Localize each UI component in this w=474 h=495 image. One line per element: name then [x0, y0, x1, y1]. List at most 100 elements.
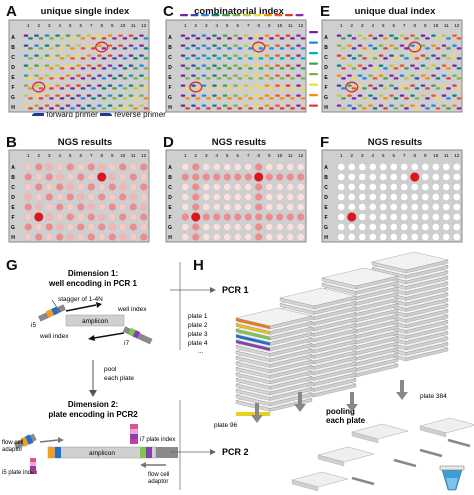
plate-d-well: [244, 203, 252, 211]
plate-f-well: [337, 173, 345, 181]
plate-c-col-primer: [243, 14, 251, 17]
stack-5-plate-side2: [405, 270, 449, 285]
stack-5-plate-side2: [405, 347, 449, 362]
plate-a-primer-rev: [28, 47, 33, 50]
plate-d-well: [191, 203, 200, 211]
stagger-pointer: [51, 299, 61, 313]
plate-f-well: [410, 203, 419, 211]
plate-a-col-label: 8: [100, 23, 103, 28]
plate-e-primer-fwd: [431, 44, 436, 47]
plate-f-well: [368, 203, 377, 211]
plate-c-primer-rev: [195, 47, 201, 50]
plate-a-primer-fwd: [139, 74, 144, 77]
plate-a-primer-fwd: [118, 104, 123, 107]
plate-d-well: [296, 233, 305, 241]
plate-a-col-label: 9: [111, 23, 114, 28]
plate-e-primer-rev: [456, 87, 462, 90]
plate-d-col-label: 9: [268, 153, 271, 158]
plate-c-primer-fwd: [296, 74, 301, 77]
plate-c-primer-rev: [227, 47, 232, 50]
plate-c-primer-rev: [269, 57, 274, 60]
plate-e-primer-fwd: [347, 54, 352, 57]
flow-cell-right-label-2: adaptor: [148, 479, 168, 485]
plate-e-primer-rev: [446, 107, 451, 110]
plate-c-primer-rev: [206, 57, 211, 60]
plate-d-well: [244, 223, 252, 231]
plate-e-col-label: 9: [424, 23, 427, 28]
i5-plate-index-block: [30, 458, 36, 462]
plate-e-primer-rev: [383, 77, 388, 80]
plate-c-primer-rev: [290, 77, 295, 80]
plate-c-primer-rev: [300, 97, 306, 100]
plate-b-row-label: D: [11, 195, 15, 201]
plate-a-primer-rev: [91, 87, 96, 90]
plate-d-well: [286, 203, 294, 211]
plate-e-primer-rev: [362, 67, 367, 70]
plate-c-primer-fwd: [285, 34, 291, 37]
plate-c-primer-fwd: [180, 84, 186, 87]
plate-c-primer-fwd: [264, 84, 270, 87]
plate-c-primer-fwd: [222, 94, 228, 97]
plate-e-primer-fwd: [336, 54, 342, 57]
plate-d-well: [233, 223, 242, 231]
to-tube-arrow: [419, 448, 443, 458]
plate-c-primer-rev: [258, 97, 264, 100]
plate-a-primer-rev: [122, 47, 128, 50]
plate-c-primer-fwd: [201, 74, 207, 77]
plate-a-primer-rev: [112, 77, 117, 80]
plate-a-primer-fwd: [97, 54, 102, 57]
plate-d-well: [265, 173, 273, 181]
fwd-arrow-line: [65, 304, 97, 312]
plate-c-primer-rev: [237, 87, 243, 90]
plate-b-col-label: 12: [141, 153, 147, 158]
plate-a-primer-fwd: [34, 34, 39, 37]
plate-b-well: [77, 213, 85, 221]
plate-f-well: [452, 183, 461, 191]
plate-d-col-label: 5: [226, 153, 229, 158]
plate-d-well: [202, 163, 210, 171]
plate-f-well: [379, 213, 387, 221]
plate-c-row-primer: [309, 52, 318, 55]
plate-a-primer-fwd: [44, 34, 50, 37]
plate-c-primer-fwd: [222, 104, 228, 107]
plate-c-primer-rev: [300, 37, 306, 40]
stack-3-plate-side2: [313, 350, 357, 365]
plate-b-well: [87, 223, 96, 231]
plate-e-primer-rev: [341, 57, 346, 60]
plate-c-col-primer: [264, 14, 272, 17]
plate-f-well: [400, 203, 408, 211]
plate-b-well: [24, 233, 32, 241]
plate-a-primer-rev: [133, 57, 138, 60]
plate-e-primer-rev: [435, 37, 441, 40]
plate-c-col-primer: [253, 14, 262, 17]
plate-e-primer-fwd: [368, 44, 373, 47]
plate-a-primer-rev: [28, 57, 33, 60]
plate-c-col-primer: [285, 14, 293, 17]
stack-2-plate-side2: [269, 370, 313, 385]
plate-a-primer-rev: [28, 77, 33, 80]
plate-b-well: [24, 163, 32, 171]
stack-3-plate-side2: [313, 323, 357, 337]
fwd-arrow-head: [96, 302, 102, 308]
plate-c-primer-fwd: [212, 64, 217, 67]
plate-c-primer-fwd: [264, 64, 270, 67]
plate-384-label: plate 384: [420, 393, 447, 400]
plate-e-primer-rev: [372, 47, 378, 50]
plate-b-row-label: A: [11, 165, 15, 171]
plate-a-primer-rev: [38, 37, 44, 40]
i5-plate-index-block: [30, 466, 36, 470]
stack-3-plate-side2: [313, 312, 357, 326]
plate-d-well: [244, 213, 252, 221]
plate-e-primer-rev: [372, 107, 378, 110]
plate-a-primer-fwd: [44, 84, 50, 87]
panel-letter-a: A: [6, 3, 17, 20]
plate-f-well: [410, 163, 419, 171]
plate-e-primer-fwd: [420, 34, 426, 37]
plate-c-primer-fwd: [296, 54, 301, 57]
plate-e-primer-rev: [425, 77, 430, 80]
plate-d-row-label: H: [168, 235, 172, 241]
plate-f-col-label: 1: [340, 153, 343, 158]
plate-c-row-primer: [309, 73, 318, 76]
plate-a-primer-rev: [122, 57, 128, 60]
plate-c-col-label: 6: [236, 23, 239, 28]
